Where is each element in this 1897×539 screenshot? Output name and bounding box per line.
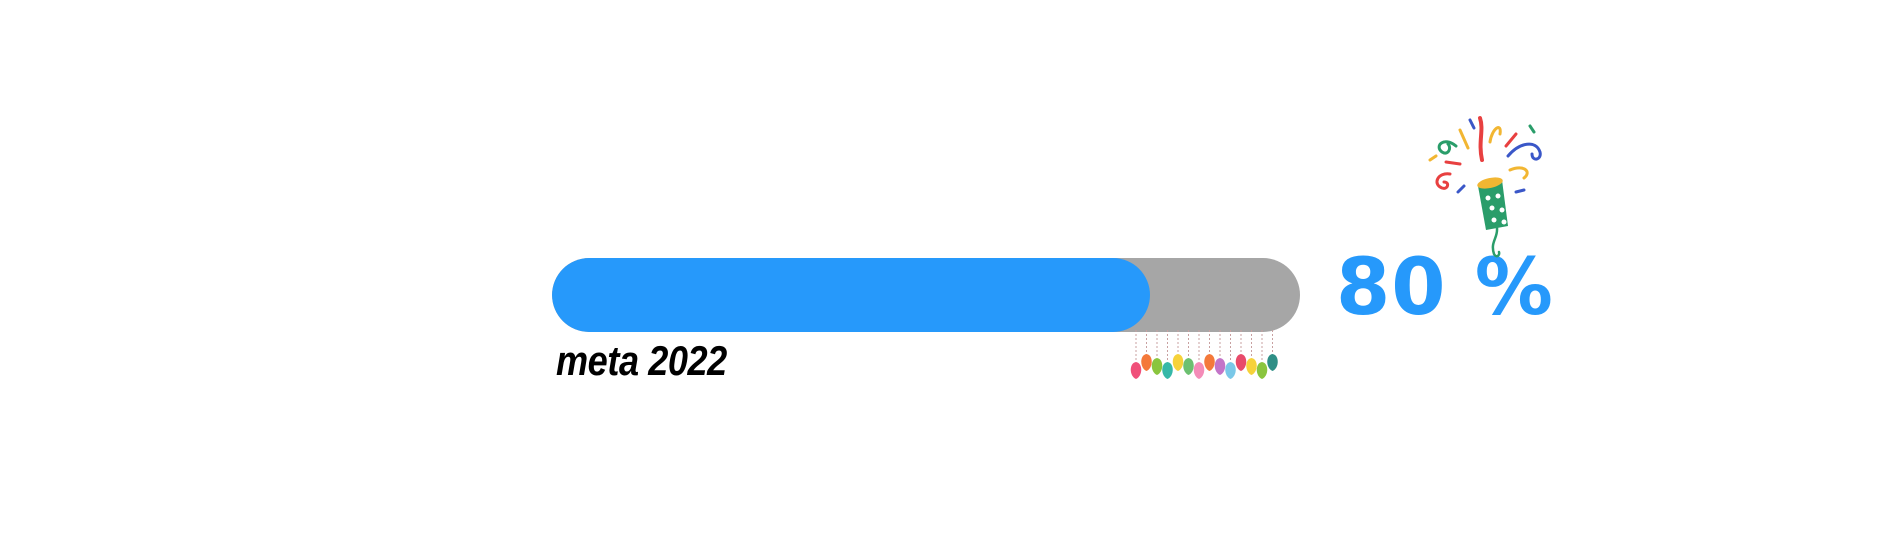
balloon-shape (1193, 362, 1205, 379)
party-popper-icon (1428, 116, 1542, 258)
progress-bar-track (552, 258, 1300, 332)
goal-year-label: meta 2022 (556, 337, 727, 384)
balloon-shape (1151, 358, 1163, 375)
balloon-shape (1204, 354, 1215, 371)
balloon-shape (1214, 358, 1226, 375)
balloon-shape (1183, 358, 1194, 375)
balloon-shape (1267, 354, 1278, 371)
progress-bar-fill (552, 258, 1151, 332)
balloon-shape (1130, 362, 1142, 379)
balloon-shape (1256, 362, 1268, 379)
balloon-shape (1225, 362, 1236, 379)
balloon-shape (1235, 354, 1247, 371)
balloon-shape (1162, 362, 1173, 379)
progress-percent-label: 80 % (1336, 243, 1554, 333)
balloon-garland-icon (1130, 330, 1278, 379)
balloon-shape (1141, 354, 1152, 371)
balloon-shape (1172, 354, 1184, 371)
balloon-shape (1246, 358, 1257, 375)
